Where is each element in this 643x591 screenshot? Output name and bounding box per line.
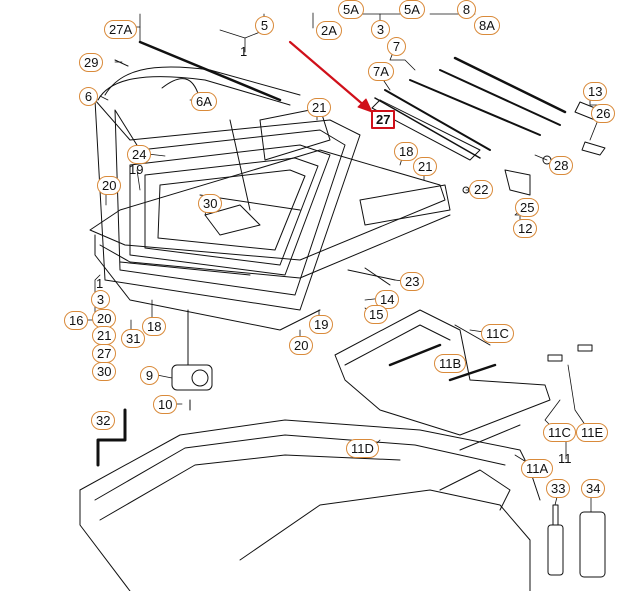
callout-5[interactable]: 5 <box>255 16 274 35</box>
callout-19-mid[interactable]: 19 <box>309 315 334 334</box>
callout-18-mid[interactable]: 18 <box>142 317 167 336</box>
cleaner-can <box>579 511 606 578</box>
callout-20-top[interactable]: 20 <box>97 176 122 195</box>
callout-3[interactable]: 3 <box>371 20 390 39</box>
callout-11B[interactable]: 11B <box>434 354 467 373</box>
callout-25[interactable]: 25 <box>515 198 540 217</box>
callout-10[interactable]: 10 <box>153 395 178 414</box>
emergency-crank <box>96 408 127 467</box>
callout-11C-top[interactable]: 11C <box>481 324 514 343</box>
callout-list-21[interactable]: 21 <box>92 326 117 345</box>
callout-6[interactable]: 6 <box>79 87 98 106</box>
highlight-arrow <box>288 40 373 113</box>
callout-11A[interactable]: 11A <box>521 459 554 478</box>
callout-list-27[interactable]: 27 <box>92 344 117 363</box>
callout-11D[interactable]: 11D <box>346 439 379 458</box>
callout-21-top[interactable]: 21 <box>307 98 332 117</box>
callout-28[interactable]: 28 <box>549 156 574 175</box>
callout-12[interactable]: 12 <box>513 219 538 238</box>
callout-27-highlighted[interactable]: 27 <box>371 110 396 129</box>
callout-15[interactable]: 15 <box>364 305 389 324</box>
callout-14[interactable]: 14 <box>375 290 400 309</box>
callout-5A-left[interactable]: 5A <box>338 0 364 19</box>
callout-list-3[interactable]: 3 <box>91 290 110 309</box>
callout-34[interactable]: 34 <box>581 479 606 498</box>
label-1-top: 1 <box>240 44 248 59</box>
callout-13[interactable]: 13 <box>583 82 608 101</box>
callout-list-30[interactable]: 30 <box>92 362 117 381</box>
leader-lines <box>82 2 601 513</box>
label-19-top: 19 <box>129 162 144 177</box>
callout-16[interactable]: 16 <box>64 311 89 330</box>
sealant-tube <box>547 504 564 576</box>
callout-27A[interactable]: 27A <box>104 20 138 39</box>
callout-8A[interactable]: 8A <box>474 16 500 35</box>
sunroof-motor <box>171 309 213 411</box>
small-clips <box>347 267 593 362</box>
callout-5A-right[interactable]: 5A <box>399 0 425 19</box>
callout-9[interactable]: 9 <box>140 366 159 385</box>
callout-31[interactable]: 31 <box>121 329 146 348</box>
callout-26[interactable]: 26 <box>591 104 616 123</box>
roof-seal-strips <box>97 40 301 106</box>
callout-11C-bottom[interactable]: 11C <box>543 423 576 442</box>
label-11: 11 <box>558 451 572 466</box>
glass-panel <box>89 149 451 331</box>
roller-blind-tubes <box>371 56 567 161</box>
callout-30-center[interactable]: 30 <box>198 194 223 213</box>
sunshade-frame <box>334 309 551 451</box>
callout-29[interactable]: 29 <box>79 53 104 72</box>
callout-23[interactable]: 23 <box>400 272 425 291</box>
callout-6A[interactable]: 6A <box>191 92 217 111</box>
callout-7[interactable]: 7 <box>387 37 406 56</box>
callout-20-mid[interactable]: 20 <box>289 336 314 355</box>
callout-2A[interactable]: 2A <box>316 21 342 40</box>
guide-rails <box>204 107 451 236</box>
callout-8[interactable]: 8 <box>457 0 476 19</box>
sunroof-frame <box>94 99 361 311</box>
label-list-1: 1 <box>96 276 104 291</box>
callout-18-top[interactable]: 18 <box>394 142 419 161</box>
callout-21-right[interactable]: 21 <box>413 157 438 176</box>
callout-33[interactable]: 33 <box>546 479 571 498</box>
callout-11E[interactable]: 11E <box>576 423 609 442</box>
callout-24[interactable]: 24 <box>127 145 152 164</box>
callout-22[interactable]: 22 <box>469 180 494 199</box>
callout-32[interactable]: 32 <box>91 411 116 430</box>
callout-7A[interactable]: 7A <box>368 62 394 81</box>
